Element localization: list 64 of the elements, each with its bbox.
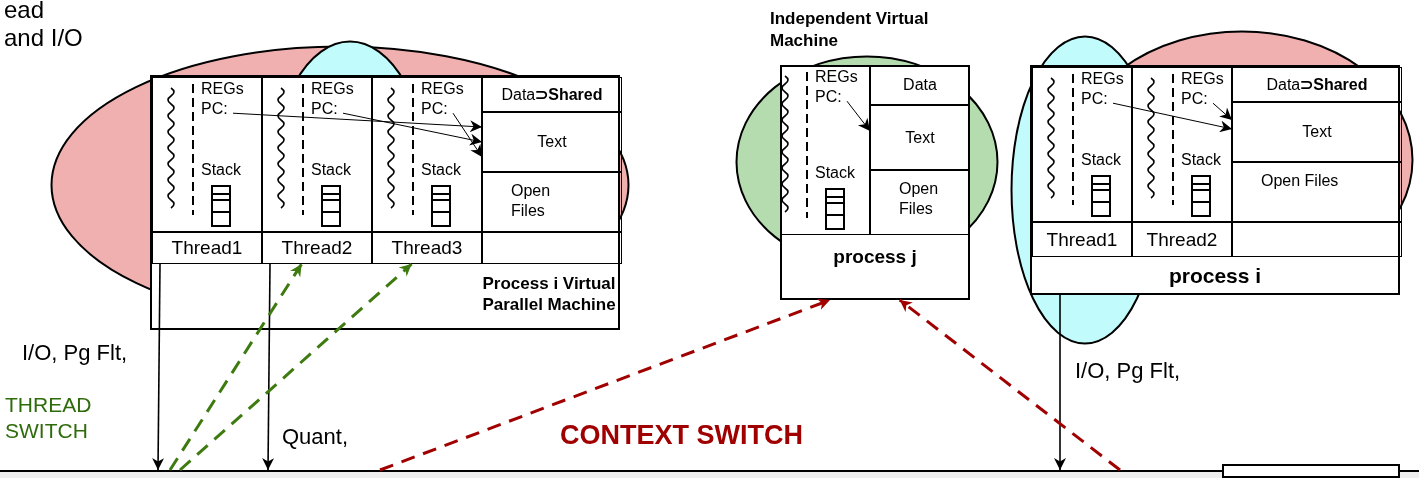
register-text: Stack <box>311 161 351 179</box>
thread-label: Thread2 <box>1132 222 1232 257</box>
register-text: REGs <box>201 80 244 98</box>
arrow <box>262 263 275 471</box>
files-segment: Open Files <box>870 170 970 235</box>
process-box <box>150 75 620 330</box>
register-cell <box>152 77 262 232</box>
arrow <box>168 263 303 471</box>
data-segment: Data <box>870 65 970 105</box>
note-text: ead <box>4 0 45 24</box>
register-cell <box>780 65 870 235</box>
pc-label: PC: <box>201 100 233 122</box>
pc-label: PC: <box>421 100 453 122</box>
process-label: Process i Virtual Parallel Machine <box>482 273 616 315</box>
arrow <box>1054 294 1066 471</box>
process-box <box>1030 65 1400 295</box>
switch-caption: THREAD SWITCH <box>5 392 93 444</box>
note-text: and I/O <box>4 24 83 52</box>
register-text: Stack <box>1081 151 1121 169</box>
pc-label: PC: <box>815 88 847 110</box>
files-segment: Open Files <box>1232 162 1402 222</box>
arrow <box>452 112 483 158</box>
empty-segment <box>1232 222 1402 257</box>
data-segment: Data⊃Shared <box>1232 67 1402 102</box>
register-cell <box>1032 67 1132 222</box>
register-cell <box>372 77 482 232</box>
process-label: process i <box>1167 264 1263 288</box>
end-box <box>1222 464 1400 478</box>
pc-label: PC: <box>1181 90 1213 112</box>
data-segment: Data⊃Shared <box>482 77 622 112</box>
thread-label: Thread1 <box>1032 222 1132 257</box>
register-text: REGs <box>311 80 354 98</box>
text-segment: Text <box>482 112 622 172</box>
register-text: REGs <box>815 68 858 86</box>
process-label: process j <box>832 246 918 268</box>
register-text: REGs <box>1181 70 1224 88</box>
arrow <box>898 298 1121 472</box>
thread-label: Thread3 <box>372 232 482 264</box>
register-cell <box>262 77 372 232</box>
arrow <box>179 262 413 472</box>
thread-label: Thread1 <box>152 232 262 264</box>
arrow <box>152 263 165 471</box>
arrow <box>1212 102 1233 121</box>
register-cell <box>1132 67 1232 222</box>
register-text: REGs <box>1081 70 1124 88</box>
register-text: REGs <box>421 80 464 98</box>
arrow <box>342 112 483 146</box>
register-text: Stack <box>815 164 855 182</box>
thread-label: Thread2 <box>262 232 372 264</box>
heading-text: Independent Virtual Machine <box>770 8 930 52</box>
pc-label: PC: <box>311 100 343 122</box>
pc-label: PC: <box>1081 90 1113 112</box>
text-segment: Text <box>1232 102 1402 162</box>
files-segment: Open Files <box>482 172 622 232</box>
arrow <box>846 100 871 132</box>
register-text: Stack <box>201 161 241 179</box>
empty-segment <box>482 232 622 264</box>
register-text: Stack <box>421 161 461 179</box>
switch-caption: CONTEXT SWITCH <box>560 420 803 451</box>
arrow <box>1112 102 1233 133</box>
arrow <box>232 112 483 133</box>
register-text: Stack <box>1181 151 1221 169</box>
arrow <box>379 298 831 472</box>
text-segment: Text <box>870 105 970 170</box>
